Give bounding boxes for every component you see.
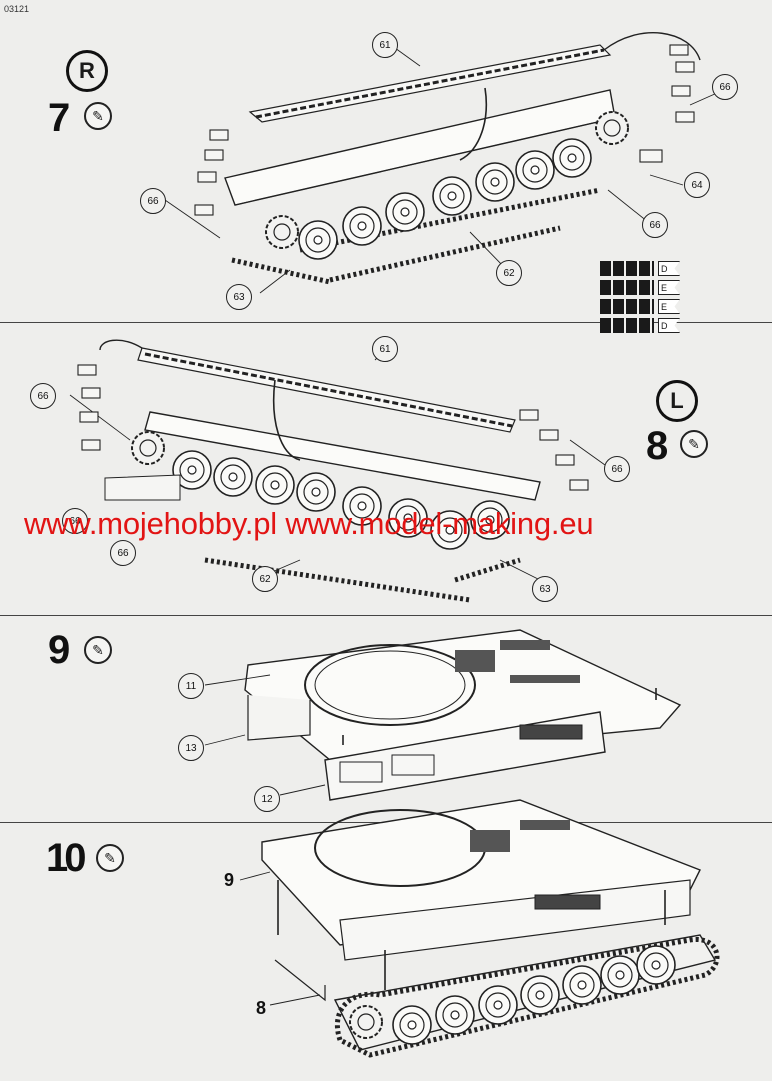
sheet-code: 03121 xyxy=(4,4,30,14)
part-callout-61: 61 xyxy=(372,32,398,58)
part-callout-66: 66 xyxy=(140,188,166,214)
legend-tag: E xyxy=(658,299,680,314)
part-callout-66: 66 xyxy=(642,212,668,238)
step9-artwork xyxy=(204,629,682,801)
glue-tube-icon: ✎ xyxy=(96,844,124,872)
track-strip xyxy=(600,299,654,314)
part-callout-66: 66 xyxy=(604,456,630,482)
track-strip xyxy=(600,318,654,333)
glue-tube-icon: ✎ xyxy=(84,102,112,130)
legend-tag: D xyxy=(658,261,680,276)
side-badge-left: L xyxy=(656,380,698,422)
part-callout-62: 62 xyxy=(252,566,278,592)
step7-artwork xyxy=(164,32,736,294)
step10-artwork xyxy=(239,799,720,1058)
legend-row: E xyxy=(600,298,700,315)
part-callout-62: 62 xyxy=(496,260,522,286)
step-number-8: 8 xyxy=(646,424,668,468)
track-strip xyxy=(600,280,654,295)
glue-tube-icon: ✎ xyxy=(84,636,112,664)
track-strip xyxy=(600,261,654,276)
part-callout-66: 66 xyxy=(62,508,88,534)
part-callout-66: 66 xyxy=(30,383,56,409)
part-callout-13: 13 xyxy=(178,735,204,761)
part-callout-66: 66 xyxy=(110,540,136,566)
part-callout-66: 66 xyxy=(712,74,738,100)
divider-step8-9 xyxy=(0,615,772,616)
legend-tag: E xyxy=(658,280,680,295)
step-number-9: 9 xyxy=(48,628,70,672)
glue-tube-icon: ✎ xyxy=(680,430,708,458)
subassembly-label-8: 8 xyxy=(256,998,267,1018)
divider-step7-8 xyxy=(0,322,772,323)
side-badge-right: R xyxy=(66,50,108,92)
step-number-7: 7 xyxy=(48,96,70,140)
legend-row: D xyxy=(600,260,700,277)
step-number-10: 10 xyxy=(46,836,86,880)
part-callout-12: 12 xyxy=(254,786,280,812)
legend-row: D xyxy=(600,317,700,334)
part-callout-63: 63 xyxy=(532,576,558,602)
subassembly-label-9: 9 xyxy=(224,870,235,890)
legend-row: E xyxy=(600,279,700,296)
part-callout-61: 61 xyxy=(372,336,398,362)
part-callout-11: 11 xyxy=(178,673,204,699)
part-callout-64: 64 xyxy=(684,172,710,198)
step8-artwork xyxy=(69,339,606,603)
watermark-text: www.mojehobby.pl www.model-making.eu xyxy=(24,506,594,541)
track-orientation-legend: D E E D xyxy=(600,260,700,334)
part-callout-63: 63 xyxy=(226,284,252,310)
legend-tag: D xyxy=(658,318,680,333)
